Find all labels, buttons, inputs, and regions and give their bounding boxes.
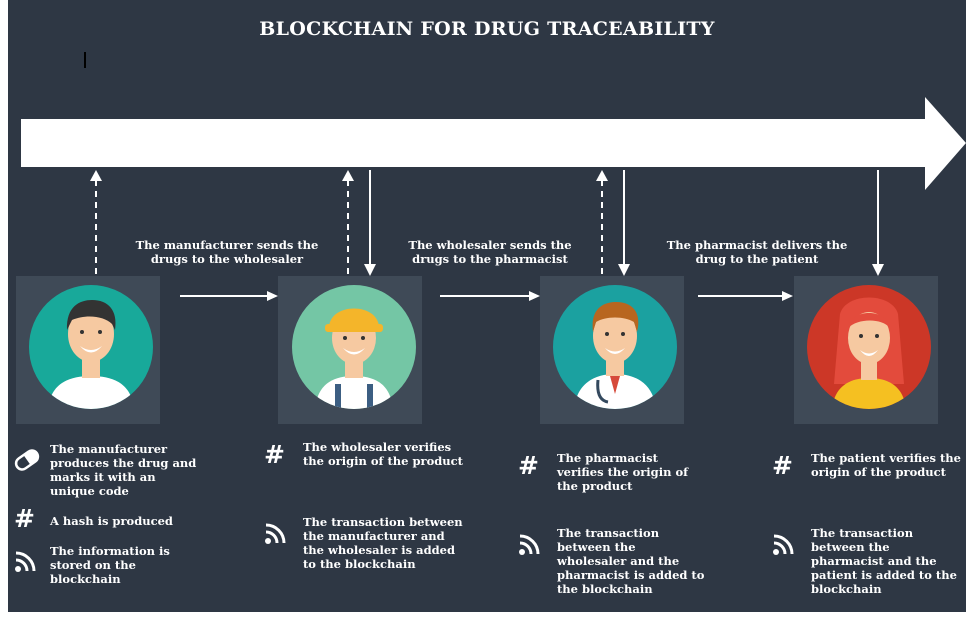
rss-icon bbox=[519, 534, 540, 555]
read-from-chain-arrows bbox=[369, 170, 879, 268]
wholesaler-avatar bbox=[292, 285, 416, 409]
text-cursor bbox=[84, 52, 86, 68]
blockchain-arrow bbox=[21, 97, 966, 190]
rss-icon bbox=[773, 534, 794, 555]
hash-icon: # bbox=[518, 451, 539, 480]
rss-icon bbox=[15, 551, 36, 572]
blockchain-arrow-layer bbox=[21, 97, 966, 301]
wholesaler-note-verify: The wholesaler verifies the origin of th… bbox=[303, 440, 463, 468]
pharmacist-avatar bbox=[553, 285, 677, 409]
pharmacist-note-verify: The pharmacist verifies the origin of th… bbox=[557, 451, 689, 493]
diagram-title: BLOCKCHAIN FOR DRUG TRACEABILITY bbox=[259, 18, 715, 40]
manufacturer-avatar bbox=[29, 285, 153, 409]
flow-label-pharmacist-patient: The pharmacist delivers the drug to the … bbox=[666, 238, 848, 266]
pharmacist-note-transaction: The transaction between the wholesaler a… bbox=[557, 526, 705, 596]
write-to-chain-arrows bbox=[95, 178, 603, 274]
manufacturer-note-produce: The manufacturer produces the drug and m… bbox=[50, 442, 197, 498]
rss-icon bbox=[265, 523, 286, 544]
flow-label-wholesaler-pharmacist: The wholesaler sends the drugs to the ph… bbox=[408, 238, 572, 266]
patient-note-verify: The patient verifies the origin of the p… bbox=[811, 451, 961, 479]
manufacturer-note-hash: A hash is produced bbox=[50, 514, 173, 528]
diagram-canvas: BLOCKCHAIN FOR DRUG TRACEABILITY bbox=[8, 0, 966, 612]
patient-note-transaction: The transaction between the pharmacist a… bbox=[811, 526, 957, 596]
manufacturer-note-stored: The information is stored on the blockch… bbox=[50, 544, 170, 586]
flow-label-manufacturer-wholesaler: The manufacturer sends the drugs to the … bbox=[135, 238, 319, 266]
patient-avatar bbox=[807, 285, 931, 409]
hash-icon: # bbox=[772, 451, 793, 480]
pill-icon bbox=[14, 449, 40, 471]
wholesaler-note-transaction: The transaction between the manufacturer… bbox=[303, 515, 463, 571]
hash-icon: # bbox=[264, 440, 285, 469]
hash-icon: # bbox=[14, 504, 35, 533]
